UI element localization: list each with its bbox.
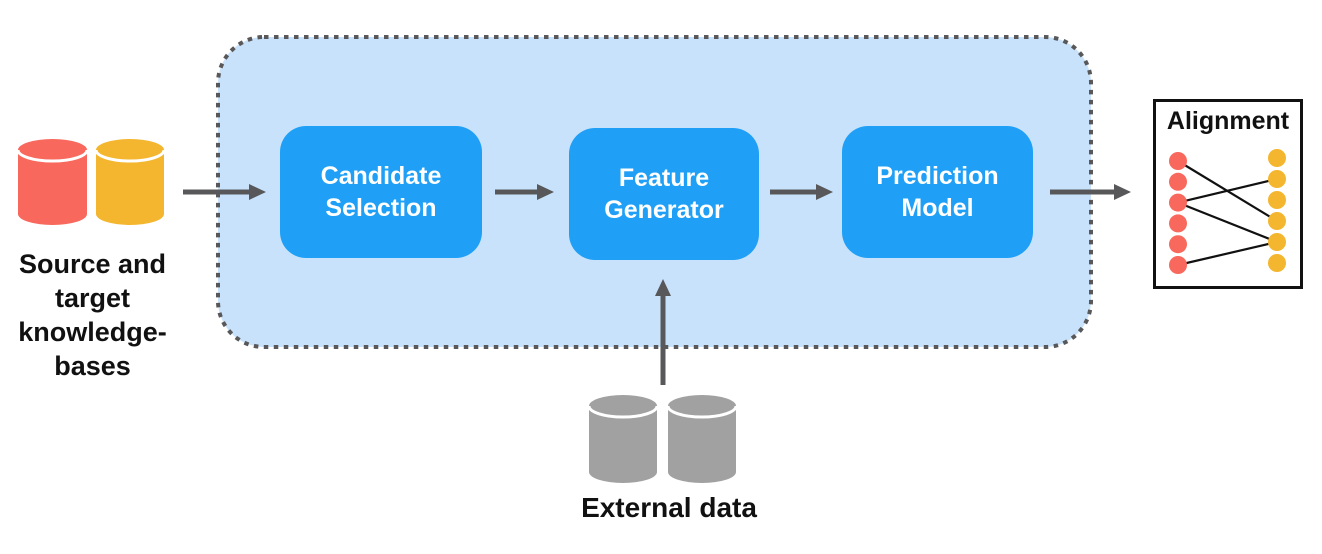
feature-generator-label-line1: Feature [618,164,710,192]
alignment-target-node [1268,170,1286,188]
alignment-target-node [1268,191,1286,209]
alignment-bipartite-graph [1169,149,1286,274]
source-target-kb-label-line4: bases [54,351,131,381]
alignment-target-node [1268,254,1286,272]
alignment-target-node [1268,233,1286,251]
alignment-source-node [1169,193,1187,212]
alignment-title: Alignment [1166,107,1290,135]
target-database-icon [94,139,166,225]
arrow-feature-to-prediction-icon [770,184,833,200]
alignment-edge [1177,201,1278,244]
source-target-kb-label-line2: target [54,283,130,313]
arrow-external-to-feature-icon [655,279,671,385]
alignment-box: Alignment [1153,99,1303,289]
external-database-icon [587,395,738,483]
alignment-source-node [1169,235,1187,254]
alignment-edge [1177,177,1278,204]
prediction-model-label-line2: Model [901,194,974,222]
source-target-kb-label-line1: Source and [18,249,167,279]
arrow-candidate-to-feature-icon [495,184,554,200]
alignment-source-node [1169,214,1187,233]
prediction-model-box: Prediction Model [842,126,1033,258]
candidate-selection-label-line1: Candidate [320,162,442,190]
alignment-target-node [1268,149,1286,167]
source-target-kb-label: Source and target knowledge- bases [5,247,180,383]
candidate-selection-label-line2: Selection [325,194,437,222]
source-target-kb-label-line3: knowledge- [18,317,167,347]
arrow-source-to-candidate-icon [183,184,266,200]
feature-generator-box: Feature Generator [569,128,759,260]
arrow-prediction-to-alignment-icon [1050,184,1131,200]
candidate-selection-box: Candidate Selection [280,126,482,258]
feature-generator-label-line2: Generator [604,196,724,224]
alignment-source-node [1169,256,1187,274]
alignment-edge [1177,240,1278,267]
external-data-label: External data [581,492,757,523]
alignment-target-node [1268,212,1286,230]
alignment-source-node [1169,172,1187,191]
prediction-model-label-line1: Prediction [876,162,999,190]
source-database-icon [16,139,89,225]
alignment-source-node [1169,152,1187,170]
